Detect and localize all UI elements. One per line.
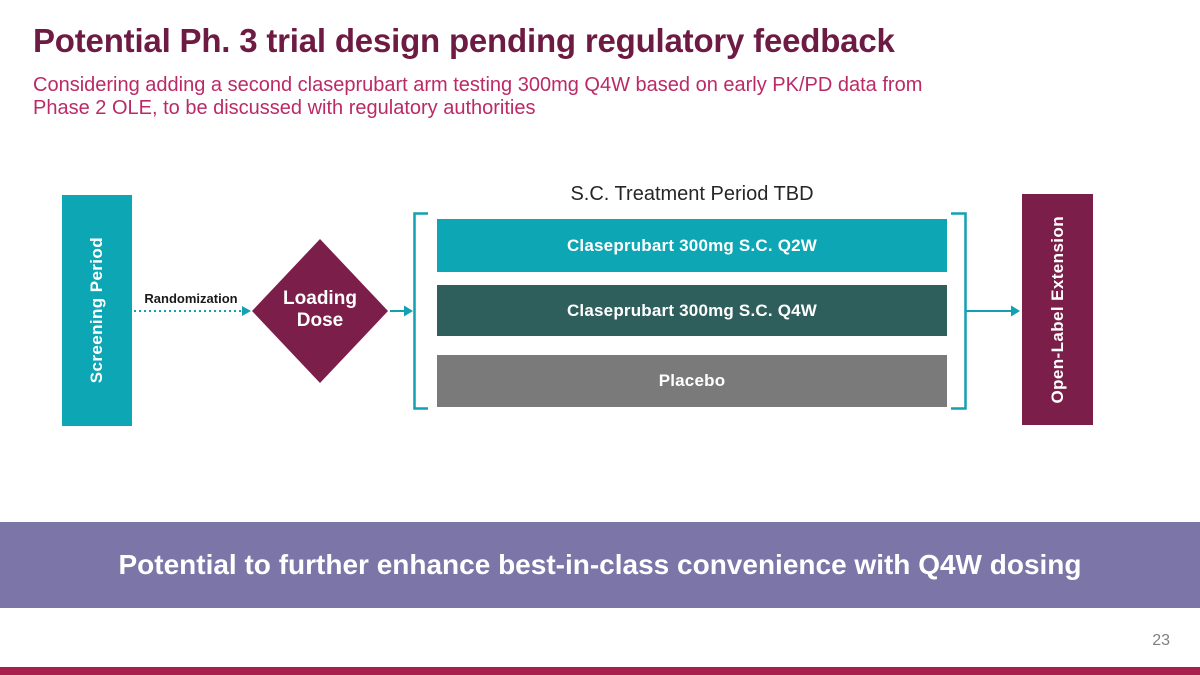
subtitle-line-1: Considering adding a second claseprubart…	[33, 74, 923, 96]
treatment-period-header: S.C. Treatment Period TBD	[570, 183, 814, 205]
arm-bar-placebo: Placebo	[437, 355, 947, 407]
screening-period-label: Screening Period	[87, 237, 106, 384]
arm-bar-q4w-label: Claseprubart 300mg S.C. Q4W	[566, 300, 818, 320]
open-label-extension-label: Open-Label Extension	[1047, 215, 1067, 404]
page-subtitle: Considering adding a second claseprubart…	[33, 74, 1173, 120]
page-title: Potential Ph. 3 trial design pending reg…	[33, 22, 895, 59]
takeaway-banner: Potential to further enhance best-in-cla…	[0, 522, 1200, 608]
arm-bar-q2w: Claseprubart 300mg S.C. Q2W	[437, 219, 947, 272]
subtitle-line-2: Phase 2 OLE, to be discussed with regula…	[33, 97, 536, 119]
arm-bar-q4w: Claseprubart 300mg S.C. Q4W	[437, 285, 947, 336]
bottom-accent-bar	[0, 667, 1200, 675]
right-bracket	[951, 212, 967, 410]
randomization-arrowhead-icon	[242, 306, 251, 316]
arm-bar-q2w-label: Claseprubart 300mg S.C. Q2W	[566, 235, 818, 255]
diamond-to-arms-arrowhead-icon	[404, 305, 413, 317]
left-bracket	[413, 212, 428, 410]
trial-design-diagram: Screening Period Randomization Loading D…	[62, 183, 1093, 426]
randomization-label: Randomization	[144, 291, 238, 306]
screening-period-bar: Screening Period	[62, 195, 132, 426]
arms-to-ole-arrowhead-icon	[1011, 305, 1020, 317]
page-number: 23	[1152, 632, 1170, 649]
arm-bar-placebo-label: Placebo	[658, 371, 726, 390]
loading-dose-label: Loading Dose	[283, 288, 357, 331]
open-label-extension-bar: Open-Label Extension	[1022, 194, 1093, 425]
takeaway-banner-text: Potential to further enhance best-in-cla…	[118, 549, 1082, 580]
